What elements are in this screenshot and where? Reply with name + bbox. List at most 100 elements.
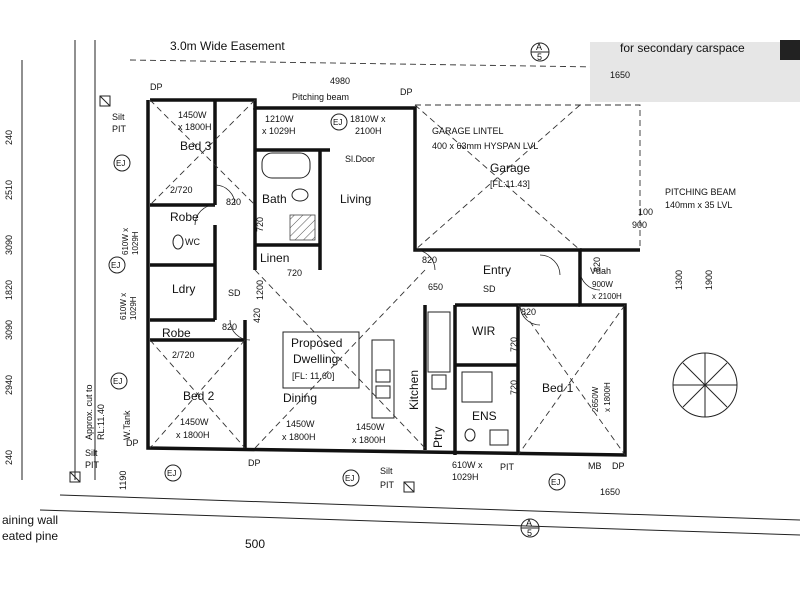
ej-label: EJ (345, 474, 354, 483)
left-dimensions: 240 2510 3090 1820 3090 2940 240 (4, 60, 23, 480)
room-bath: Bath (262, 192, 287, 206)
window-vdah-width: 900W (592, 280, 613, 289)
silt-pit-2b: PIT (85, 460, 100, 470)
dim-1650-top: 1650 (610, 70, 630, 80)
section-5-top: 5 (537, 52, 542, 62)
window-bed1-width: 2650W (591, 386, 600, 412)
dim-500: 500 (245, 537, 265, 551)
window-ens-height: 1029H (452, 472, 479, 482)
door-1200: 1200 (255, 280, 265, 300)
dim-1190: 1190 (118, 471, 128, 490)
window-wc-width: 610W x (121, 228, 130, 255)
bath-fixtures (172, 152, 509, 446)
dim-900: 900 (632, 220, 647, 230)
proposed-label: Proposed (291, 336, 342, 350)
room-robe-1: Robe (170, 210, 199, 224)
left-dim-1: 2510 (4, 180, 14, 200)
room-wir: WIR (472, 324, 496, 338)
section-marker-top: A 5 (530, 42, 550, 62)
door-820-bath: 820 (226, 197, 241, 207)
door-sliding: Sl.Door (345, 154, 375, 164)
pitching-beam-label: Pitching beam (292, 92, 349, 102)
door-720-wc: 720 (255, 217, 265, 232)
section-5-bottom: 5 (527, 528, 532, 538)
dp-4: DP (126, 438, 139, 448)
rl-label: RL:11.40 (96, 404, 106, 440)
left-dim-2: 3090 (4, 235, 14, 255)
room-linen: Linen (260, 251, 289, 265)
window-bath-width: 1210W (265, 114, 294, 124)
door-720-ens: 720 (509, 380, 519, 395)
door-820-robe: 820 (222, 322, 237, 332)
window-bed3-width: 1450W (178, 110, 207, 120)
w-tank-label: W.Tank (122, 410, 132, 440)
silt-pit-1b: PIT (112, 124, 127, 134)
dp-5: DP (612, 461, 625, 471)
approx-cut-label: Approx. cut to (84, 384, 94, 440)
left-dim-4: 3090 (4, 320, 14, 340)
dim-100: 100 (638, 207, 653, 217)
ej-label: EJ (113, 377, 122, 386)
room-bed2: Bed 2 (183, 389, 215, 403)
room-vdah: Vdah (590, 266, 611, 276)
dp-2: DP (400, 87, 413, 97)
window-dining1-height: x 1800H (282, 432, 316, 442)
room-dining: Dining (283, 391, 317, 405)
door-720-robe2: 2/720 (172, 350, 195, 360)
room-robe-2: Robe (162, 326, 191, 340)
door-720-linen: 720 (287, 268, 302, 278)
silt-pit-3: Silt (380, 466, 393, 476)
retaining-wall-label: aining wall (2, 513, 58, 527)
dim-1650-bottom: 1650 (600, 487, 620, 497)
garage-fl: [FL:11.43] (490, 179, 530, 189)
door-820-vdah: 820 (592, 257, 602, 272)
proposed-fl: [FL: 11.60] (292, 371, 334, 381)
window-vdah-height: x 2100H (592, 292, 622, 301)
sd-2: SD (483, 284, 496, 294)
room-ens: ENS (472, 409, 497, 423)
mb-label: MB (588, 461, 602, 471)
room-entry: Entry (483, 263, 511, 277)
window-bed2-height: x 1800H (176, 430, 210, 440)
treated-pine-label: eated pine (2, 529, 58, 543)
door-820-entry: 820 (422, 255, 437, 265)
tree-symbol (672, 352, 738, 418)
site-boundary (39, 40, 800, 536)
door-420: 420 (252, 308, 262, 323)
door-650: 650 (428, 282, 443, 292)
dp-1: DP (150, 82, 163, 92)
secondary-carspace-note: for secondary carspace (620, 41, 745, 55)
silt-pits (69, 95, 415, 493)
dim-1900: 1900 (704, 270, 714, 290)
window-ldry-height: 1029H (129, 296, 138, 320)
door-720-bed3: 2/720 (170, 185, 193, 195)
room-bed1: Bed 1 (542, 381, 574, 395)
window-bed3-height: x 1800H (178, 122, 212, 132)
garage-lintel-label: GARAGE LINTEL (432, 126, 504, 136)
dim-4980: 4980 (330, 76, 350, 86)
pit-label: PIT (500, 462, 515, 472)
window-ej-width: 1810W x (350, 114, 386, 124)
window-bed1-height: x 1800H (603, 382, 612, 412)
dim-1300: 1300 (674, 270, 684, 290)
room-ptry: Ptry (431, 427, 445, 448)
room-garage: Garage (490, 161, 530, 175)
room-bed3: Bed 3 (180, 139, 212, 153)
window-dining2-height: x 1800H (352, 435, 386, 445)
window-ej-height: 2100H (355, 126, 382, 136)
ej-label: EJ (551, 478, 560, 487)
window-bed2-width: 1450W (180, 417, 209, 427)
window-ldry-width: 610W x (119, 293, 128, 320)
ej-markers: EJ EJ EJ EJ EJ EJ EJ (108, 113, 566, 491)
room-living: Living (340, 192, 371, 206)
section-a-bottom: A (526, 518, 532, 528)
pitching-beam-2-spec: 140mm x 35 LVL (665, 200, 732, 210)
section-marker-bottom: A 5 (520, 518, 540, 538)
ej-label: EJ (167, 469, 176, 478)
area-diagonals (149, 99, 626, 456)
ej-label: EJ (111, 261, 120, 270)
left-dim-0: 240 (4, 130, 14, 145)
silt-pit-2: Silt (85, 448, 98, 458)
landscape-area (590, 40, 800, 102)
